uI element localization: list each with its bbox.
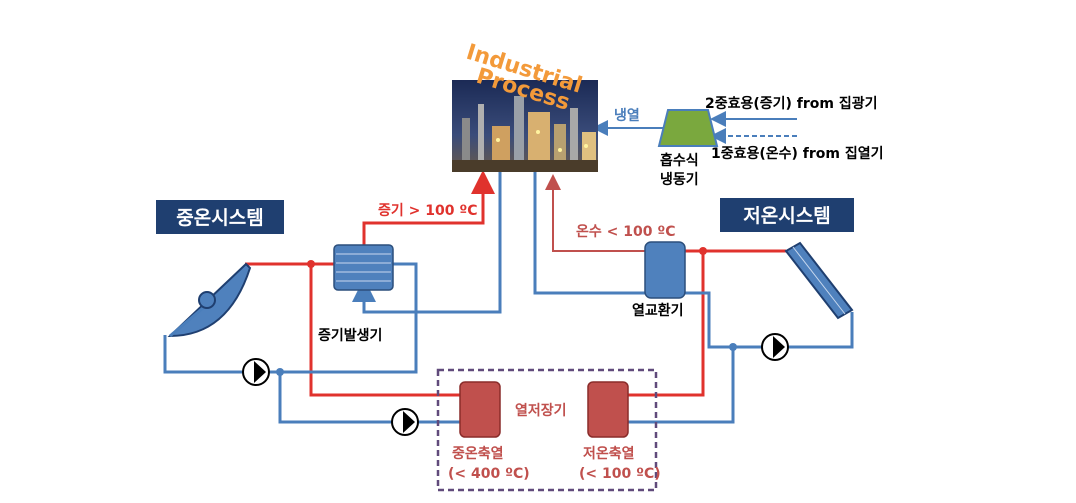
hot-pipe-to-mid-storage [309,264,460,397]
hot-water-label: 온수 < 100 ºC [576,224,676,240]
mid-storage-label-line2: (< 400 ºC) [448,466,530,482]
cold-pipe-collector-return-low [788,312,854,349]
pump-icon [242,358,270,386]
industrial-process-image [452,80,598,172]
chiller-label-line1: 흡수식 [660,152,699,169]
low-storage-label-line1: 저온축열 [583,445,635,462]
cold-pipe-pump-to-steam-generator [268,262,418,374]
low-temp-system-label: 저온시스템 [743,205,830,227]
cold-pipe-mid-storage-loop [278,372,392,424]
mid-temp-system-badge: 중온시스템 [156,200,284,234]
flat-plate-collector-icon [784,241,854,320]
cold-pipe-low-loop [685,291,762,349]
single-effect-label: 1중효용(온수) from 집열기 [711,145,884,162]
low-temp-storage-tank [587,381,629,438]
pipe-junctions [276,247,737,376]
chiller-label-line2: 냉동기 [660,172,699,188]
junction-dot [307,260,315,268]
hot-water-pipe-to-process [545,174,645,252]
junction-dot [729,343,737,351]
heat-exchanger [644,241,686,299]
steam-generator [333,244,394,291]
thermal-storage-group [436,368,658,492]
steam-generator-label: 증기발생기 [318,327,382,344]
absorption-chiller [657,109,719,147]
mid-temp-system-label: 중온시스템 [176,207,263,229]
cold-pipe-process-return-mid [352,172,502,314]
hot-pipe-to-low-storage [628,251,705,397]
low-temp-system-badge: 저온시스템 [720,198,854,232]
junction-dot [276,368,284,376]
cooling-label: 냉열 [614,107,640,124]
pump-icon [391,408,419,436]
thermal-storage-label: 열저장기 [515,402,567,419]
cold-pipe-collector-return [163,335,244,374]
double-effect-label: 2중효용(증기) from 집광기 [705,95,878,112]
mid-storage-label-line1: 중온축열 [452,445,504,462]
mid-temp-storage-tank [459,381,501,438]
cold-pipe-low-storage-return [628,347,735,424]
dish-collector-icon [167,262,252,338]
hot-pipe-steam-to-process [362,170,495,245]
low-storage-label-line2: (< 100 ºC) [579,466,661,482]
steam-label: 증기 > 100 ºC [378,203,478,219]
cold-pipe-process-to-hx [533,172,645,295]
heat-exchanger-label: 열교환기 [632,302,684,319]
pump-icon [761,333,789,361]
junction-dot [699,247,707,255]
